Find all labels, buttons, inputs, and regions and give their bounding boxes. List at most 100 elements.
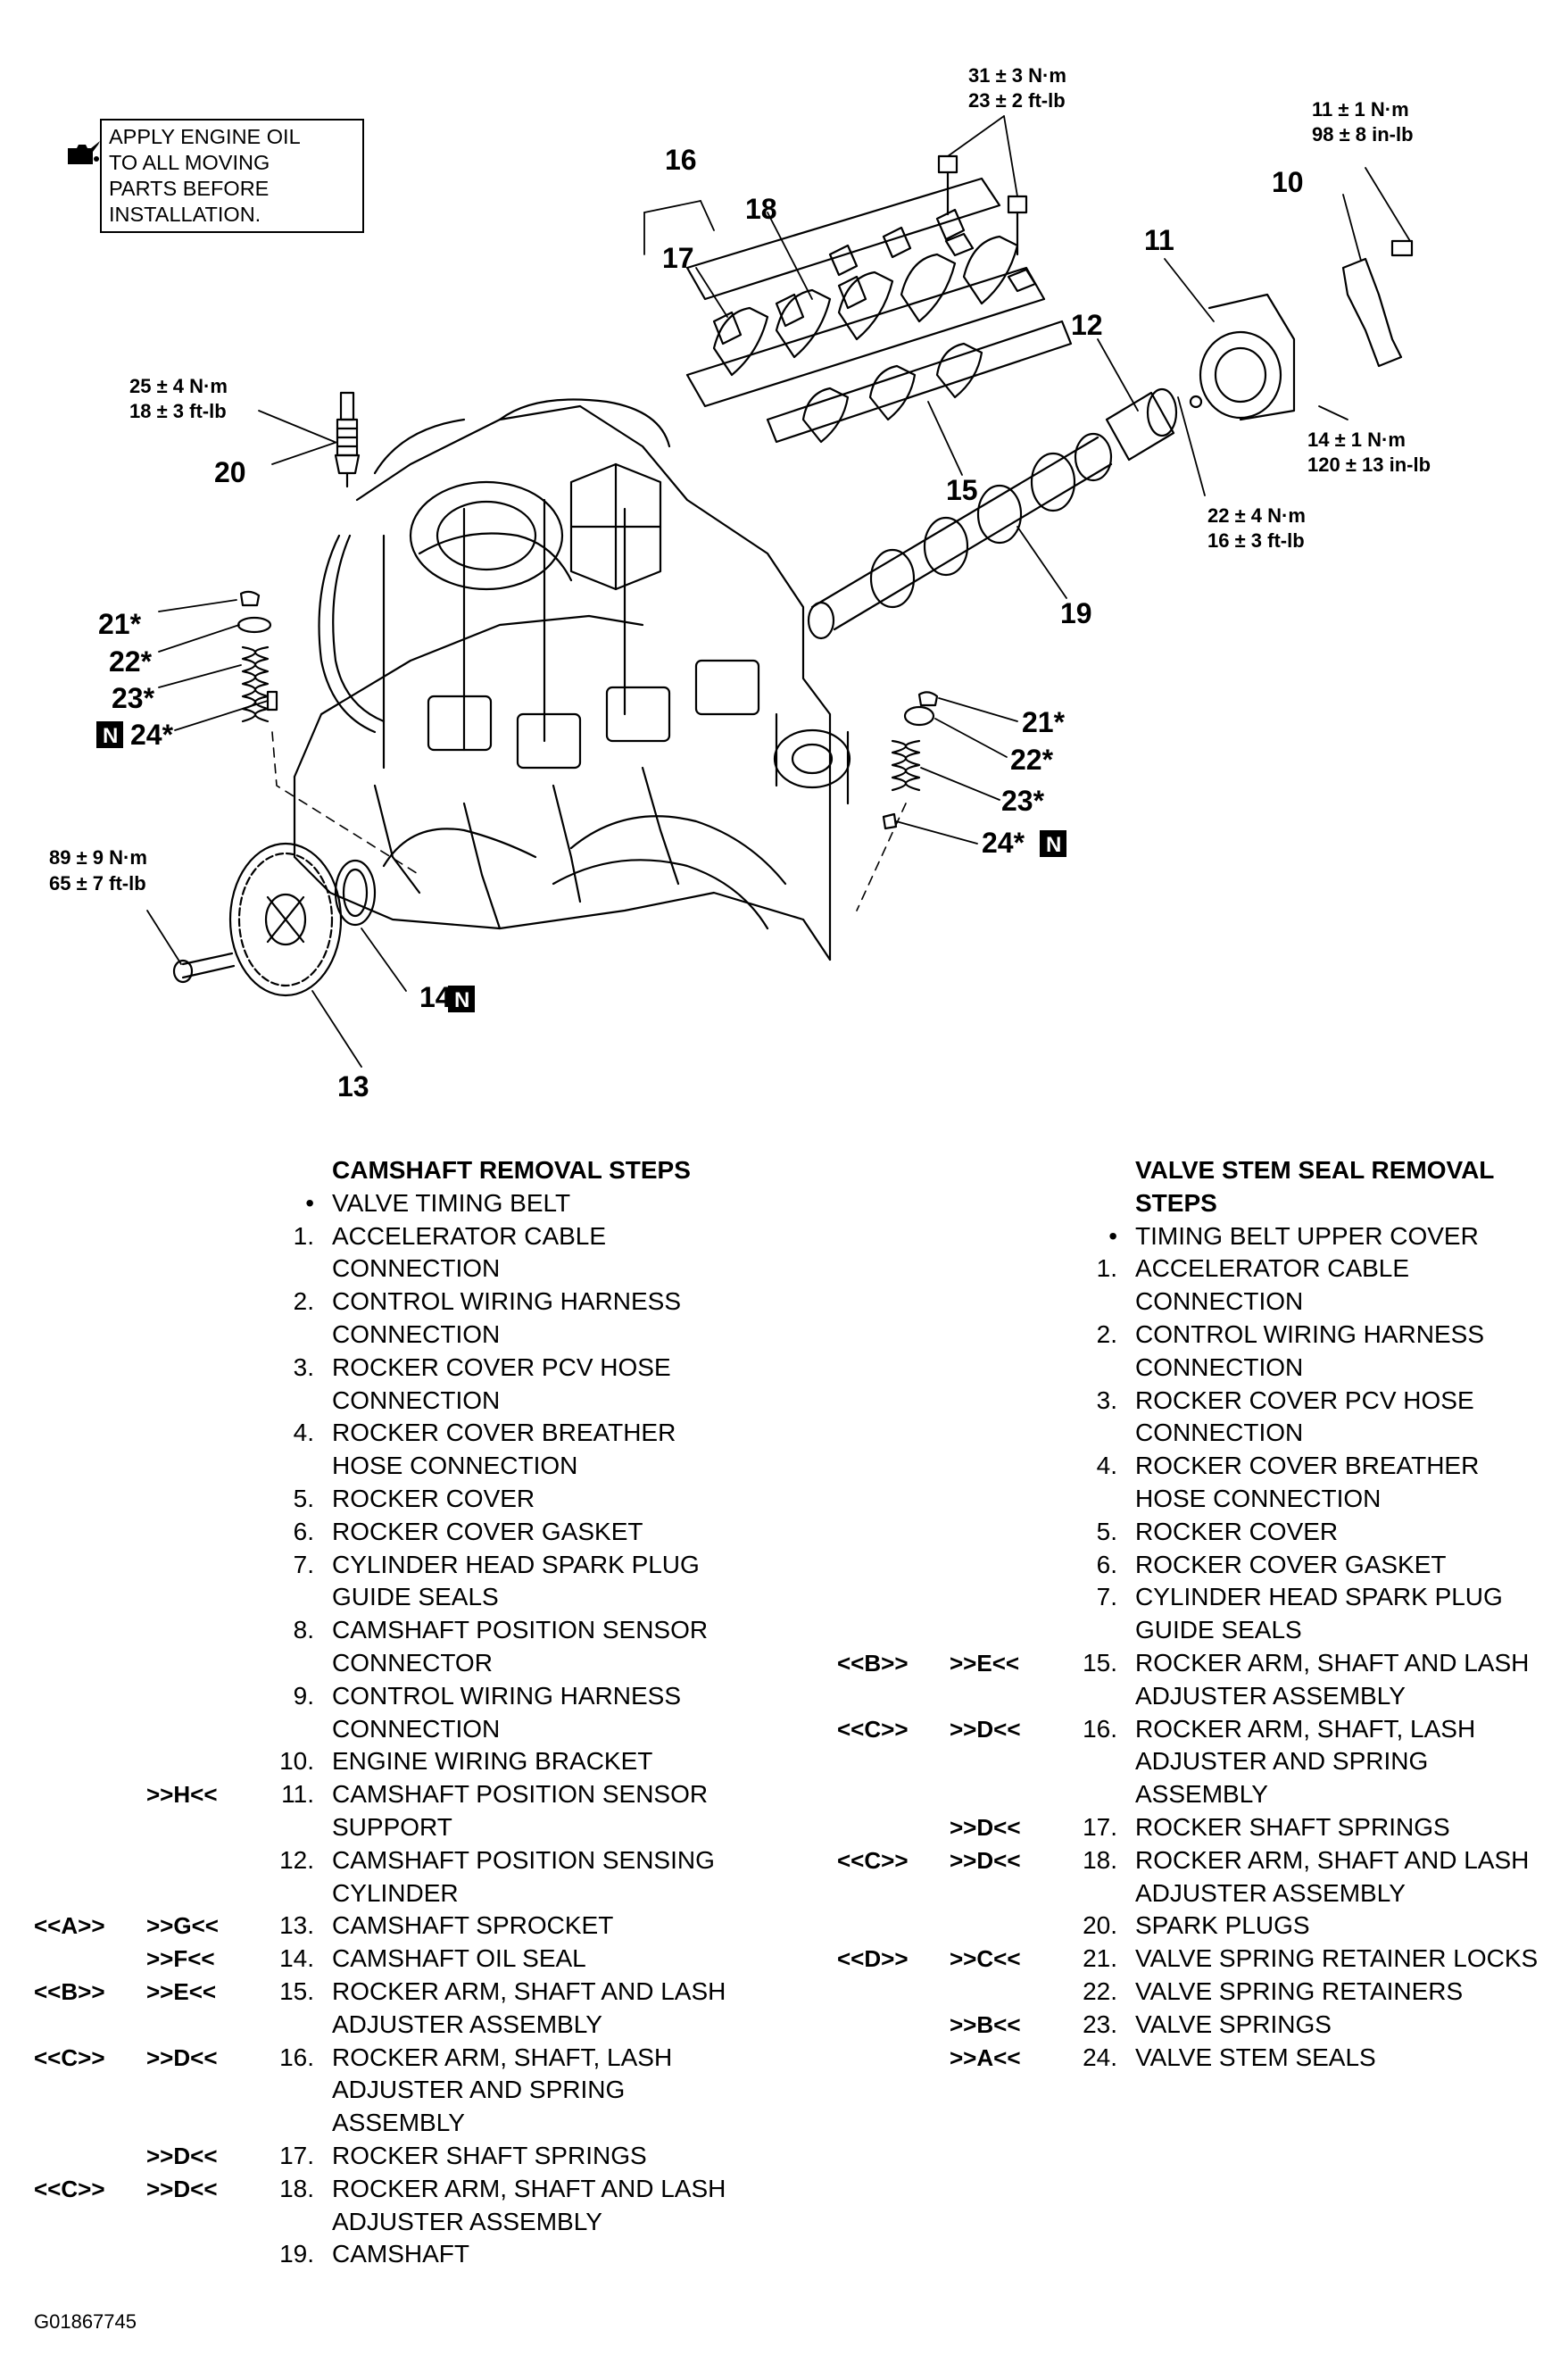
step-text: ENGINE WIRING BRACKET bbox=[332, 1747, 653, 1776]
step-ref-a bbox=[34, 2140, 146, 2173]
callout-16: 16 bbox=[665, 144, 697, 176]
step-ref-b: >>H<< bbox=[146, 1781, 218, 1809]
step-ref-a bbox=[34, 1778, 146, 1844]
step-ref-b: >>D<< bbox=[950, 1846, 1021, 1874]
camshaft-oil-seal-illustration bbox=[334, 859, 377, 927]
step-ref-b: >>A<< bbox=[950, 2043, 1021, 2071]
step-row: 8. CAMSHAFT POSITION SENSOR CONNECTOR bbox=[34, 1614, 748, 1680]
callout-12: 12 bbox=[1071, 309, 1103, 341]
step-row: 22.VALVE SPRING RETAINERS bbox=[837, 1976, 1542, 2009]
step-ref-b bbox=[146, 1844, 252, 1910]
step-ref-b bbox=[146, 1549, 252, 1615]
callout-24-left: 24* bbox=[130, 719, 174, 751]
step-text: ROCKER COVER PCV HOSE CONNECTION bbox=[1135, 1386, 1474, 1447]
step-number: 4. bbox=[1096, 1452, 1117, 1480]
cylinder-head-illustration bbox=[293, 398, 851, 961]
step-row: <<C>>>>D<<16.ROCKER ARM, SHAFT, LASH ADJ… bbox=[34, 2042, 748, 2140]
step-ref-a bbox=[34, 1286, 146, 1352]
step-number: • bbox=[1108, 1221, 1117, 1250]
step-text: ROCKER ARM, SHAFT AND LASH ADJUSTER ASSE… bbox=[1135, 1845, 1530, 1907]
step-ref-b bbox=[146, 1745, 252, 1778]
spark-plug-icon bbox=[334, 391, 361, 488]
step-text: ROCKER ARM, SHAFT, LASH ADJUSTER AND SPR… bbox=[1135, 1714, 1476, 1809]
new-part-marker: N bbox=[103, 724, 118, 748]
step-number: 5. bbox=[1096, 1517, 1117, 1545]
camshaft-position-sensor-illustration bbox=[1341, 239, 1414, 368]
step-ref-b: >>D<< bbox=[146, 2142, 218, 2169]
step-row: 1. ACCELERATOR CABLE CONNECTION bbox=[837, 1252, 1542, 1319]
oil-note-line: TO ALL MOVING bbox=[109, 151, 270, 174]
step-ref-b bbox=[950, 1252, 1055, 1319]
step-number: 15. bbox=[279, 1976, 314, 2005]
step-number: 7. bbox=[293, 1550, 314, 1578]
step-number: 23. bbox=[1083, 2010, 1117, 2038]
torque-label: 16 ± 3 ft-lb bbox=[1207, 529, 1305, 552]
step-ref-a bbox=[837, 1811, 950, 1844]
step-ref-a bbox=[34, 1549, 146, 1615]
step-ref-a: <<B>> bbox=[34, 1977, 105, 2005]
step-ref-b: >>D<< bbox=[146, 2043, 218, 2071]
callout-19: 19 bbox=[1060, 597, 1092, 629]
step-ref-b: >>C<< bbox=[950, 1945, 1021, 1973]
step-number: 17. bbox=[1083, 1812, 1117, 1841]
oil-note-box: APPLY ENGINE OIL TO ALL MOVING PARTS BEF… bbox=[100, 119, 364, 233]
step-row: 7.CYLINDER HEAD SPARK PLUG GUIDE SEALS bbox=[34, 1549, 748, 1615]
step-ref-a bbox=[34, 1614, 146, 1680]
camshaft-illustration bbox=[807, 432, 1113, 640]
step-number: 1. bbox=[293, 1221, 314, 1250]
step-ref-b bbox=[146, 1680, 252, 1746]
step-number: 24. bbox=[1083, 2043, 1117, 2071]
callout-23-right: 23* bbox=[1001, 785, 1045, 817]
torque-label: 14 ± 1 N·m bbox=[1307, 429, 1406, 451]
step-text: ROCKER COVER GASKET bbox=[332, 1517, 643, 1545]
step-text: CAMSHAFT OIL SEAL bbox=[332, 1944, 586, 1973]
torque-label: 89 ± 9 N·m bbox=[49, 846, 147, 869]
callout-18: 18 bbox=[745, 193, 777, 225]
step-number: 8. bbox=[293, 1616, 314, 1644]
step-text: ROCKER COVER BREATHER HOSE CONNECTION bbox=[1135, 1452, 1480, 1512]
step-text: ACCELERATOR CABLE CONNECTION bbox=[1135, 1254, 1410, 1316]
step-text: VALVE STEM SEALS bbox=[1135, 2043, 1376, 2071]
valve-stem-seal-removal-steps: VALVE STEM SEAL REMOVAL STEPS •TIMING BE… bbox=[837, 1154, 1542, 2074]
step-ref-b: >>E<< bbox=[146, 1977, 217, 2005]
left-valve-parts bbox=[236, 590, 278, 723]
step-number: 13. bbox=[279, 1911, 314, 1940]
step-ref-a bbox=[34, 1483, 146, 1516]
step-text: ACCELERATOR CABLE CONNECTION bbox=[332, 1221, 607, 1283]
step-ref-a: <<C>> bbox=[837, 1846, 909, 1874]
step-number: 9. bbox=[293, 1681, 314, 1710]
step-ref-a: <<C>> bbox=[837, 1715, 909, 1743]
step-number: 1. bbox=[1096, 1254, 1117, 1283]
torque-label: 65 ± 7 ft-lb bbox=[49, 872, 146, 895]
step-ref-a bbox=[837, 1976, 950, 2009]
step-ref-b bbox=[146, 2238, 252, 2271]
step-ref-b: >>E<< bbox=[950, 1649, 1020, 1677]
step-number: 3. bbox=[1096, 1386, 1117, 1414]
right-valve-parts bbox=[882, 691, 939, 830]
step-text: CAMSHAFT POSITION SENSOR CONNECTOR bbox=[332, 1616, 709, 1677]
torque-label: 120 ± 13 in-lb bbox=[1307, 454, 1431, 476]
step-ref-a bbox=[34, 1220, 146, 1286]
step-text: ROCKER ARM, SHAFT, LASH ADJUSTER AND SPR… bbox=[332, 2043, 673, 2137]
step-ref-b: >>F<< bbox=[146, 1945, 215, 1973]
step-ref-b bbox=[146, 1187, 252, 1220]
step-text: CAMSHAFT bbox=[332, 2240, 469, 2268]
step-number: 2. bbox=[1096, 1319, 1117, 1348]
step-row: <<B>>>>E<<15.ROCKER ARM, SHAFT AND LASH … bbox=[837, 1647, 1542, 1713]
valve-steps-title: VALVE STEM SEAL REMOVAL STEPS bbox=[1135, 1156, 1494, 1217]
step-number: 17. bbox=[279, 2141, 314, 2169]
step-text: ROCKER SHAFT SPRINGS bbox=[1135, 1812, 1450, 1841]
callout-24-right: 24* bbox=[982, 827, 1025, 859]
step-ref-b: >>B<< bbox=[950, 2010, 1021, 2038]
callout-13: 13 bbox=[337, 1070, 369, 1103]
step-row: >>D<<17.ROCKER SHAFT SPRINGS bbox=[34, 2140, 748, 2173]
leader-lines bbox=[146, 115, 1411, 1068]
step-text: VALVE SPRING RETAINER LOCKS bbox=[1135, 1944, 1539, 1973]
step-row: •VALVE TIMING BELT bbox=[34, 1187, 748, 1220]
step-ref-a bbox=[837, 1252, 950, 1319]
step-ref-b bbox=[950, 1910, 1055, 1943]
step-row: 4.ROCKER COVER BREATHER HOSE CONNECTION bbox=[34, 1417, 748, 1483]
step-ref-a bbox=[837, 1516, 950, 1549]
step-ref-b bbox=[146, 1483, 252, 1516]
step-text: ROCKER COVER BREATHER HOSE CONNECTION bbox=[332, 1419, 676, 1480]
